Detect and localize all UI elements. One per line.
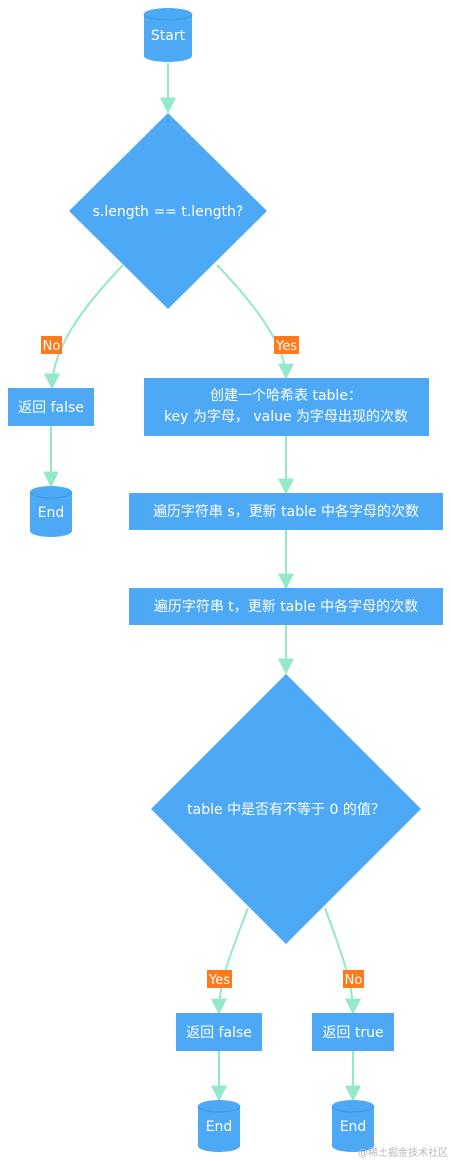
start-node: Start xyxy=(143,8,193,62)
end-label-1: End xyxy=(38,505,65,521)
edge-check2-no xyxy=(324,907,361,1015)
return-true-node: 返回 true xyxy=(312,1013,394,1051)
return-true-label: 返回 true xyxy=(322,1025,383,1041)
edge-check-no xyxy=(44,264,124,390)
iterate-s-label: 遍历字符串 s，更新 table 中各字母的次数 xyxy=(153,504,419,520)
create-table-label-line1: 创建一个哈希表 table： xyxy=(210,388,362,404)
iterate-t-label: 遍历字符串 t，更新 table 中各字母的次数 xyxy=(154,599,418,615)
svg-text:Yes: Yes xyxy=(208,973,230,988)
end-node-3: End xyxy=(331,1100,375,1152)
start-label: Start xyxy=(151,28,186,44)
end-node-1: End xyxy=(29,486,73,537)
iterate-t-node: 遍历字符串 t，更新 table 中各字母的次数 xyxy=(129,588,443,625)
length-check-label: s.length == t.length? xyxy=(93,204,244,220)
svg-text:Yes: Yes xyxy=(275,339,297,354)
edge-labels: No Yes Yes No xyxy=(41,336,364,988)
nonzero-check-decision: table 中是否有不等于 0 的值？ xyxy=(151,674,421,944)
svg-text:No: No xyxy=(43,339,61,354)
length-check-decision: s.length == t.length? xyxy=(69,113,267,309)
edge-check2-yes xyxy=(211,907,249,1015)
edge-label-length-yes: Yes xyxy=(274,336,299,354)
end-node-2: End xyxy=(197,1100,241,1152)
svg-text:No: No xyxy=(345,973,363,988)
return-false-label-2: 返回 false xyxy=(186,1025,252,1041)
create-table-label-line2: key 为字母， value 为字母出现的次数 xyxy=(164,409,408,425)
watermark: @稀土掘金技术社区 xyxy=(358,1146,448,1159)
nonzero-check-label: table 中是否有不等于 0 的值？ xyxy=(187,801,385,818)
edge-check-yes xyxy=(216,264,294,380)
nodes: Start s.length == t.length? 返回 false End… xyxy=(8,8,443,1152)
end-label-2: End xyxy=(206,1119,233,1135)
edge-label-nonzero-yes: Yes xyxy=(207,970,232,988)
return-false-label-1: 返回 false xyxy=(18,400,84,416)
end-label-3: End xyxy=(340,1119,367,1135)
create-table-node: 创建一个哈希表 table： key 为字母， value 为字母出现的次数 xyxy=(144,378,429,436)
edges xyxy=(43,63,361,1102)
iterate-s-node: 遍历字符串 s，更新 table 中各字母的次数 xyxy=(129,493,443,530)
return-false-node-2: 返回 false xyxy=(176,1013,262,1051)
edge-label-length-no: No xyxy=(41,336,62,354)
edge-label-nonzero-no: No xyxy=(343,970,364,988)
return-false-node-1: 返回 false xyxy=(8,388,94,426)
